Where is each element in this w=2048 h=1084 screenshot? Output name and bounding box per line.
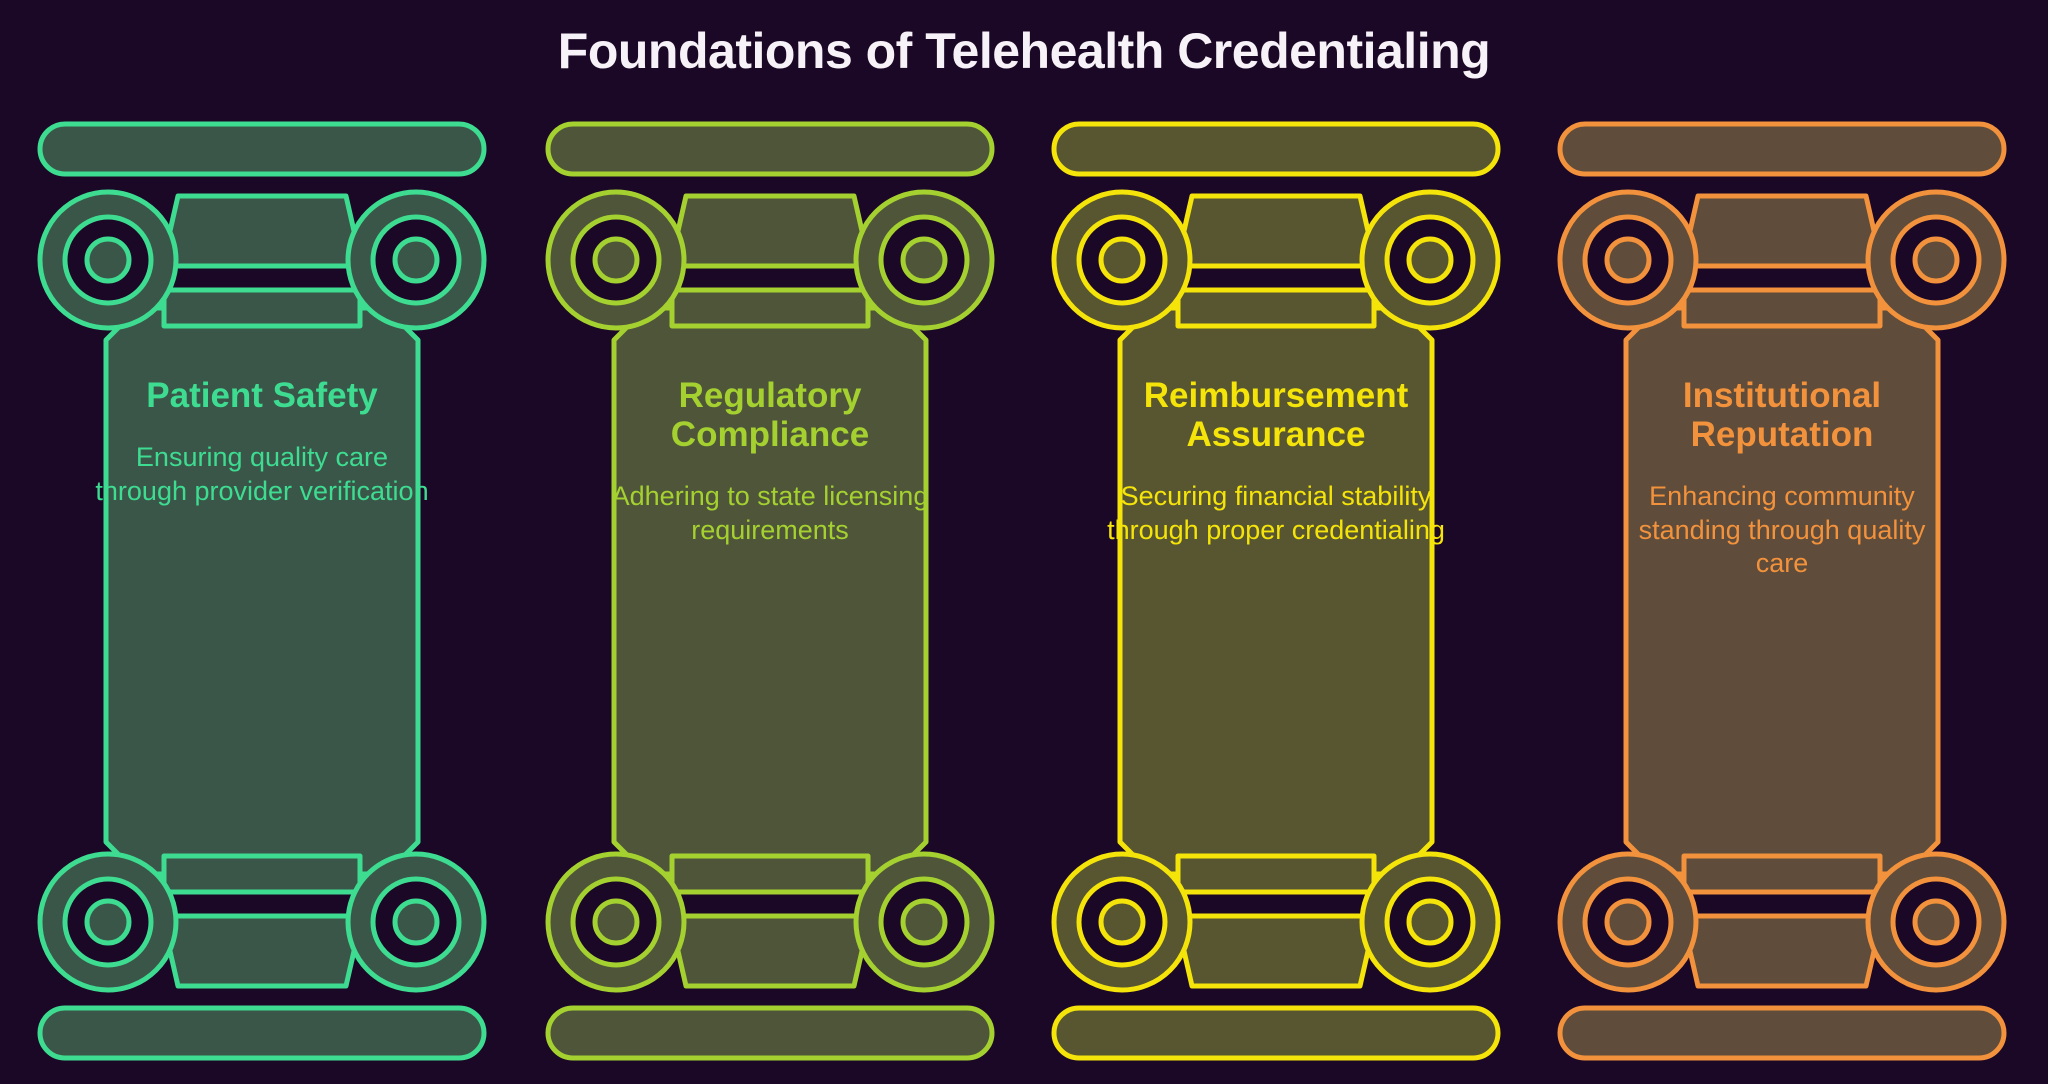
volute-bottom-left-inner (592, 898, 640, 946)
volute-bottom-right-inner (900, 898, 948, 946)
ionic-column-icon (1557, 121, 2007, 1061)
column-shaft (1117, 305, 1435, 877)
fillet-band-bottom (1681, 853, 1883, 895)
abacus-top-bar (545, 121, 995, 177)
ionic-column-icon (545, 121, 995, 1061)
volute-top-left-inner (1604, 236, 1652, 284)
echinus-top (1679, 193, 1885, 269)
fillet-band-bottom (161, 853, 363, 895)
fillet-band-top (161, 287, 363, 329)
fillet-band-top (669, 287, 871, 329)
fillet-band-bottom (1175, 853, 1377, 895)
abacus-top-bar (1051, 121, 1501, 177)
volute-bottom-left-inner (1604, 898, 1652, 946)
abacus-top-bar (37, 121, 487, 177)
echinus-bottom (667, 913, 873, 989)
column-patient-safety[interactable]: Patient Safety Ensuring quality care thr… (32, 118, 492, 1068)
column-institutional-reputation[interactable]: Institutional Reputation Enhancing commu… (1552, 118, 2012, 1068)
plinth-bottom-bar (1557, 1005, 2007, 1061)
volute-bottom-right-inner (392, 898, 440, 946)
echinus-top (667, 193, 873, 269)
ionic-column-icon (37, 121, 487, 1061)
plinth-bottom-bar (1051, 1005, 1501, 1061)
column-shaft (611, 305, 929, 877)
echinus-top (1173, 193, 1379, 269)
column-regulatory-compliance[interactable]: Regulatory Compliance Adhering to state … (540, 118, 1000, 1068)
volute-bottom-left-inner (1098, 898, 1146, 946)
volute-top-right-inner (392, 236, 440, 284)
abacus-top-bar (1557, 121, 2007, 177)
volute-top-right-inner (900, 236, 948, 284)
volute-bottom-left-inner (84, 898, 132, 946)
fillet-band-bottom (669, 853, 871, 895)
column-reimbursement-assurance[interactable]: Reimbursement Assurance Securing financi… (1046, 118, 1506, 1068)
ionic-column-icon (1051, 121, 1501, 1061)
volute-top-left-inner (84, 236, 132, 284)
echinus-top (159, 193, 365, 269)
volute-top-right-inner (1912, 236, 1960, 284)
fillet-band-top (1175, 287, 1377, 329)
plinth-bottom-bar (37, 1005, 487, 1061)
echinus-bottom (1173, 913, 1379, 989)
echinus-bottom (1679, 913, 1885, 989)
plinth-bottom-bar (545, 1005, 995, 1061)
echinus-bottom (159, 913, 365, 989)
volute-bottom-right-inner (1406, 898, 1454, 946)
columns-container: Patient Safety Ensuring quality care thr… (0, 118, 2048, 1068)
volute-top-right-inner (1406, 236, 1454, 284)
volute-top-left-inner (1098, 236, 1146, 284)
column-shaft (103, 305, 421, 877)
volute-top-left-inner (592, 236, 640, 284)
fillet-band-top (1681, 287, 1883, 329)
column-shaft (1623, 305, 1941, 877)
volute-bottom-right-inner (1912, 898, 1960, 946)
page-title: Foundations of Telehealth Credentialing (557, 23, 1491, 79)
